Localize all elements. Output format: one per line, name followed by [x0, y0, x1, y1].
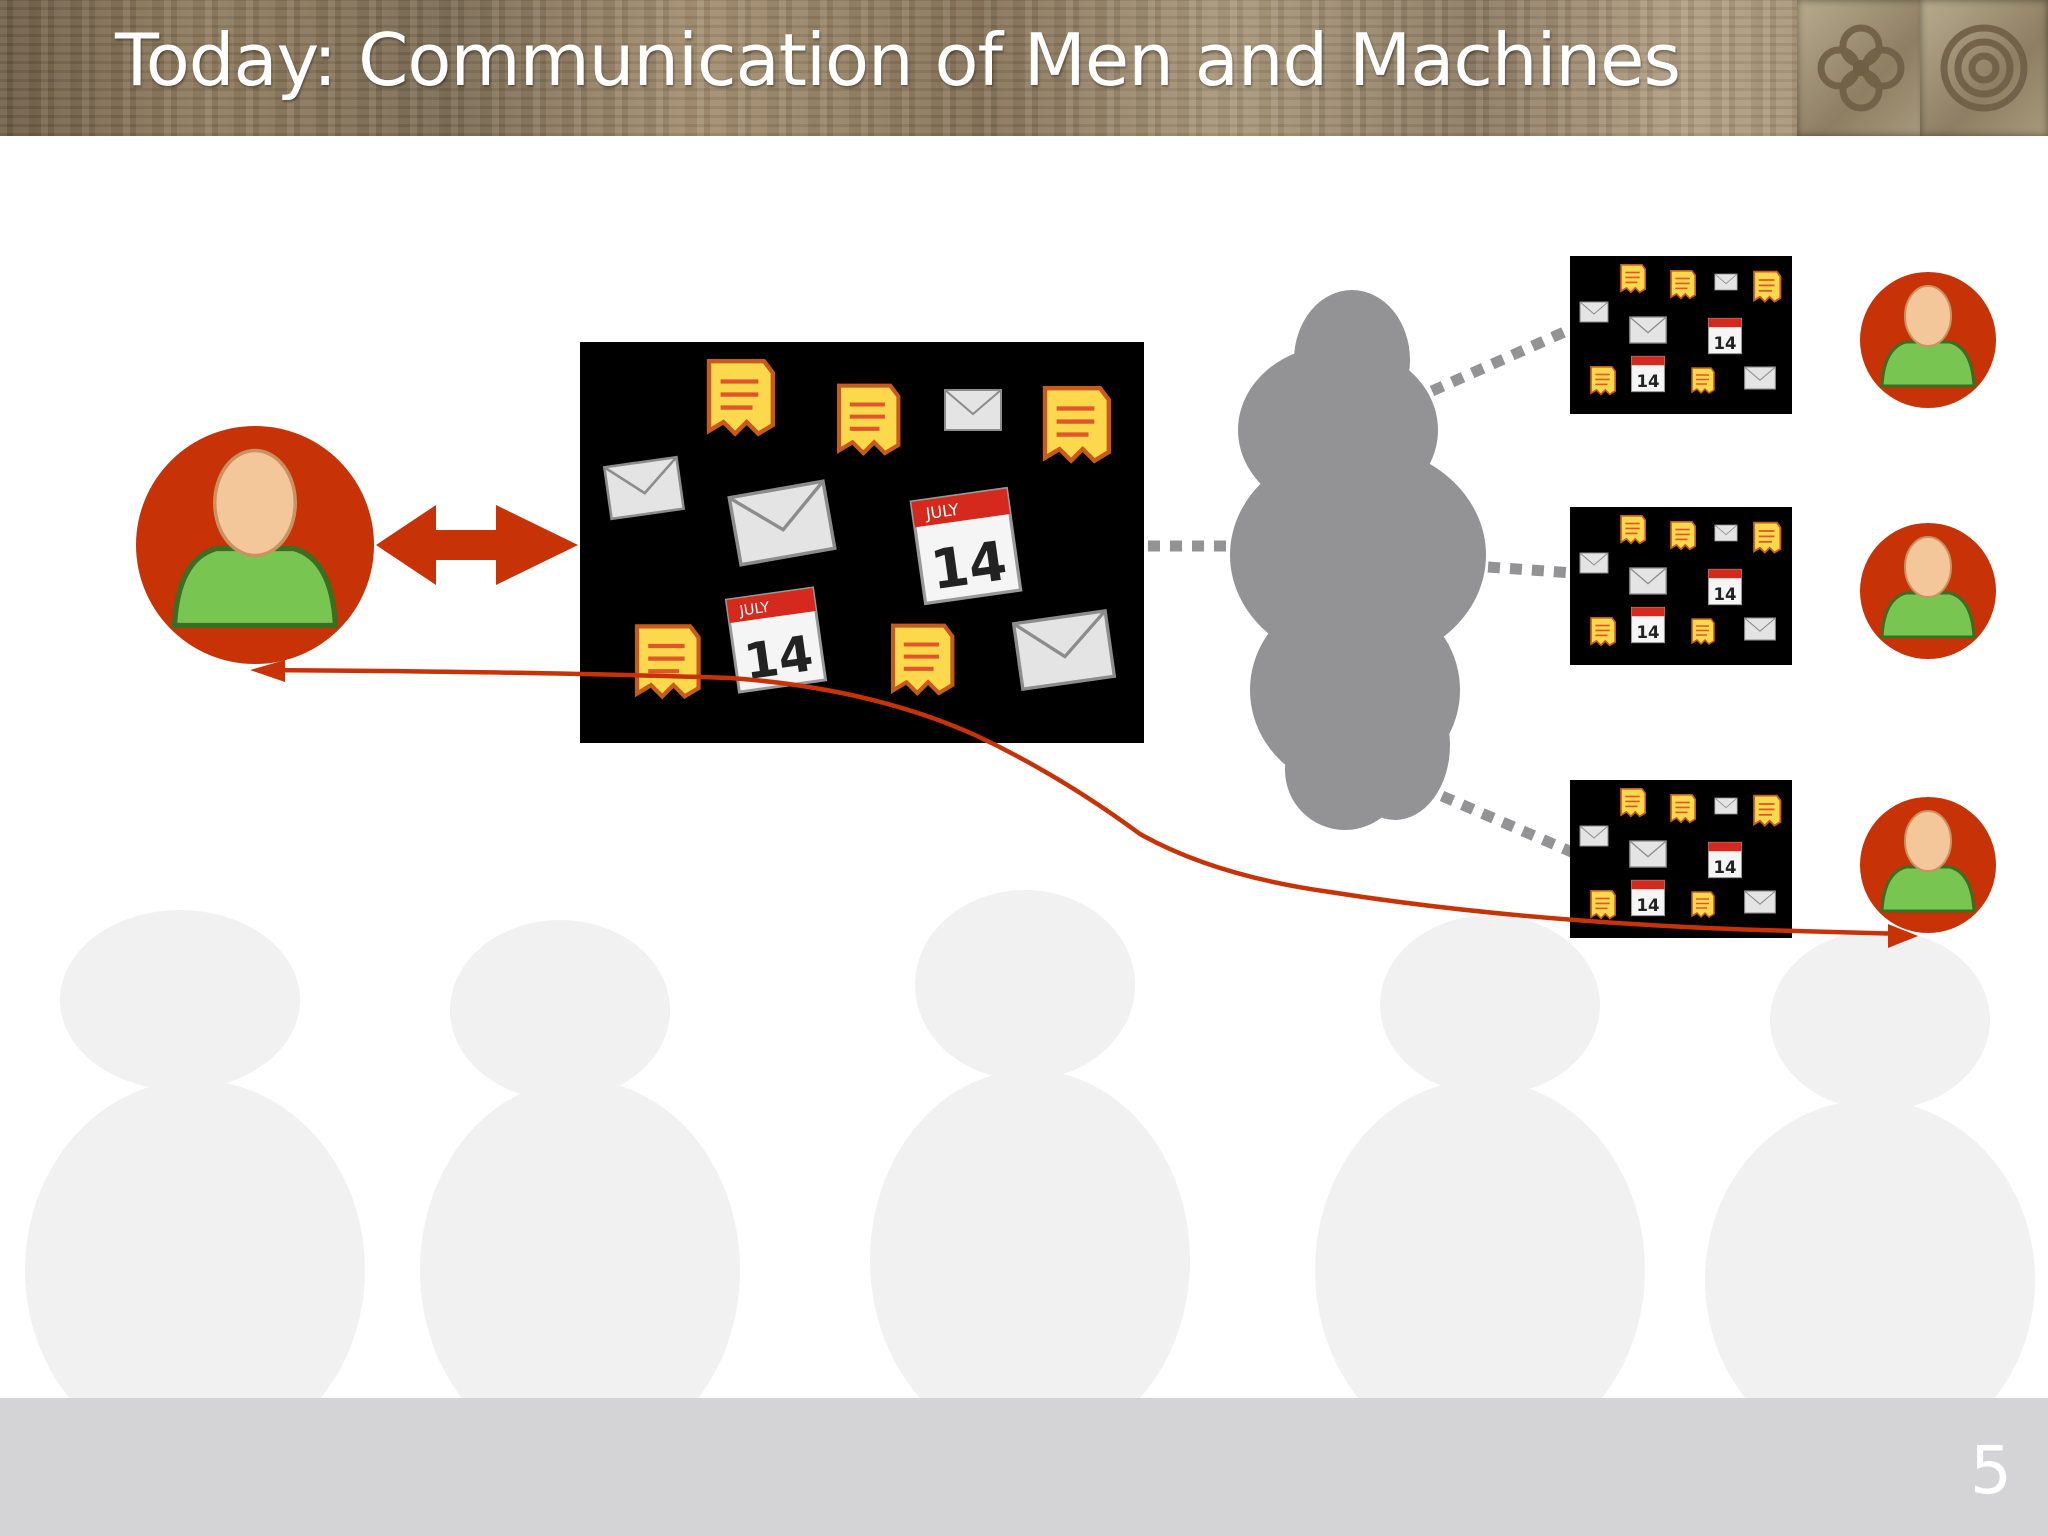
svg-text:14: 14: [1714, 858, 1737, 877]
footer-bar: [0, 1398, 2048, 1536]
sticky-note-icon: [893, 626, 952, 694]
envelope-icon: [944, 389, 1002, 431]
svg-text:14: 14: [1637, 623, 1660, 642]
cloud-network-icon: [1230, 290, 1486, 830]
communication-curve: [259, 667, 1909, 937]
user-avatar-icon: [1858, 521, 1998, 661]
slide-title: Today: Communication of Men and Machines: [115, 18, 1681, 102]
bidirectional-arrow: [376, 505, 578, 585]
sticky-note-icon: [709, 361, 773, 434]
machine-screen-remote-bottom: 14 14: [1570, 780, 1792, 938]
user-avatar-icon: [1858, 270, 1998, 410]
concentric-circles-ornament-icon: [1920, 0, 2048, 136]
envelope-icon: [1012, 609, 1116, 691]
machine-screen-remote-top: 14 14: [1570, 256, 1792, 414]
arrowhead-left: [250, 660, 285, 682]
calendar-icon: JULY 14: [909, 487, 1023, 605]
svg-text:14: 14: [1714, 334, 1737, 353]
page-number: 5: [1970, 1432, 2012, 1509]
machine-screen-remote-middle: 14 14: [1570, 507, 1792, 665]
user-avatar-icon: [136, 426, 374, 664]
audience-background: [25, 890, 2035, 1460]
machine-screen-main: JULY 14 JULY 14: [580, 342, 1144, 743]
svg-text:14: 14: [1714, 585, 1737, 604]
connector-cloud-to-top: [1429, 319, 1583, 397]
svg-text:14: 14: [927, 529, 1011, 602]
svg-text:14: 14: [1637, 372, 1660, 391]
svg-text:14: 14: [1637, 896, 1660, 915]
envelope-icon: [603, 455, 685, 521]
arrowhead-right: [1888, 924, 1918, 948]
title-bar: Today: Communication of Men and Machines: [0, 0, 2048, 136]
svg-text:JULY: JULY: [924, 500, 961, 524]
sticky-note-icon: [1045, 388, 1109, 461]
sticky-note-icon: [839, 386, 898, 454]
quatrefoil-ornament-icon: [1797, 0, 1925, 136]
svg-text:JULY: JULY: [738, 600, 771, 620]
envelope-icon: [727, 479, 837, 567]
user-avatar-icon: [1858, 795, 1998, 935]
sticky-note-icon: [637, 626, 699, 696]
